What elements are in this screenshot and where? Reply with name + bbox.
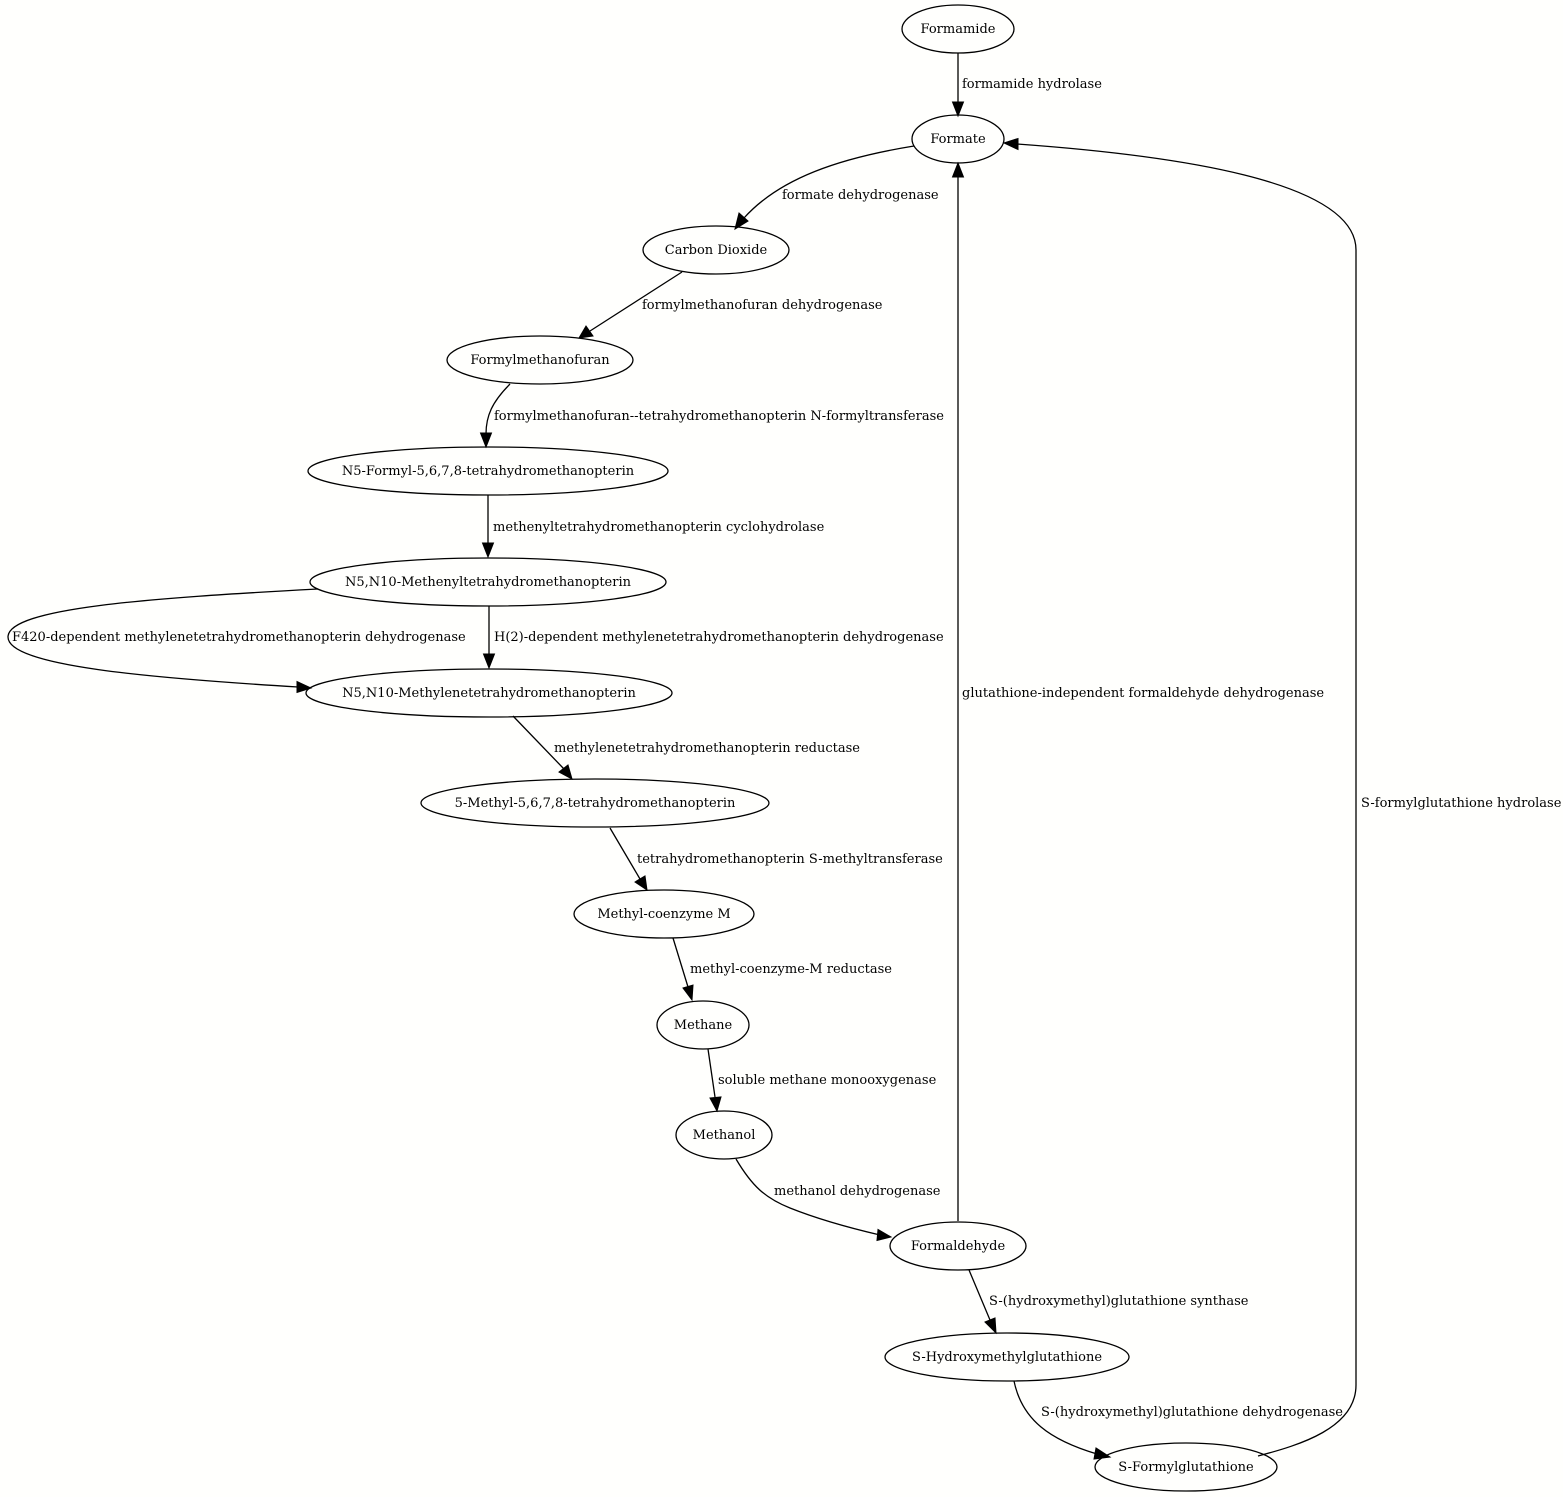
node-carbon-dioxide[interactable]: Carbon Dioxide: [642, 225, 790, 275]
node-label: Methane: [674, 1018, 733, 1033]
node-n5n10-methylenetetrahydromethanopterin[interactable]: N5,N10-Methylenetetrahydromethanopterin: [305, 668, 673, 718]
node-formylmethanofuran[interactable]: Formylmethanofuran: [446, 335, 634, 385]
edge-label: methylenetetrahydromethanopterin reducta…: [554, 741, 860, 756]
edge-label: glutathione-independent formaldehyde deh…: [962, 686, 1324, 701]
node-label: S-Hydroxymethylglutathione: [912, 1350, 1102, 1365]
edge-label: formate dehydrogenase: [782, 188, 939, 203]
edge-label: formylmethanofuran dehydrogenase: [642, 298, 883, 313]
node-formamide[interactable]: Formamide: [901, 4, 1015, 54]
edge-label: H(2)-dependent methylenetetrahydromethan…: [494, 630, 944, 645]
edge-label: S-formylglutathione hydrolase: [1361, 796, 1562, 811]
edge-label: formylmethanofuran--tetrahydromethanopte…: [494, 409, 944, 424]
node-label: N5,N10-Methylenetetrahydromethanopterin: [342, 686, 636, 701]
edge-label: formamide hydrolase: [962, 77, 1102, 92]
edge-label: S-(hydroxymethyl)glutathione synthase: [989, 1294, 1249, 1309]
node-label: Carbon Dioxide: [665, 243, 768, 258]
edge-methenyl-to-methylene-f420: F420-dependent methylenetetrahydromethan…: [7, 588, 466, 694]
edge-methanol-to-formaldehyde: methanol dehydrogenase: [735, 1158, 941, 1242]
edge-formylmethanofuran-to-n5formyl: formylmethanofuran--tetrahydromethanopte…: [479, 383, 944, 449]
node-label: S-Formylglutathione: [1118, 1460, 1254, 1475]
edge-label: F420-dependent methylenetetrahydromethan…: [12, 630, 466, 645]
node-methyl-coenzyme-m[interactable]: Methyl-coenzyme M: [573, 889, 755, 939]
edge-methenyl-to-methylene-h2: H(2)-dependent methylenetetrahydromethan…: [482, 606, 944, 670]
edge-label: methanol dehydrogenase: [774, 1184, 941, 1199]
node-label: Methyl-coenzyme M: [597, 907, 730, 922]
edge-s-hydroxymethylglutathione-to-s-formylglutathione: S-(hydroxymethyl)glutathione dehydrogena…: [1013, 1380, 1343, 1460]
edge-label: soluble methane monooxygenase: [718, 1073, 937, 1088]
node-label: N5-Formyl-5,6,7,8-tetrahydromethanopteri…: [342, 464, 635, 479]
edge-label: S-(hydroxymethyl)glutathione dehydrogena…: [1041, 1405, 1343, 1420]
node-s-hydroxymethylglutathione[interactable]: S-Hydroxymethylglutathione: [884, 1332, 1130, 1382]
node-label: N5,N10-Methenyltetrahydromethanopterin: [345, 575, 632, 590]
edge-methylene-to-5-methyl: methylenetetrahydromethanopterin reducta…: [512, 715, 860, 781]
node-methanol[interactable]: Methanol: [675, 1110, 773, 1160]
edge-formaldehyde-to-s-hydroxymethylglutathione: S-(hydroxymethyl)glutathione synthase: [968, 1269, 1249, 1335]
node-n5-formyl-tetrahydromethanopterin[interactable]: N5-Formyl-5,6,7,8-tetrahydromethanopteri…: [307, 446, 669, 496]
node-methane[interactable]: Methane: [656, 1000, 750, 1050]
edge-formate-to-co2: formate dehydrogenase: [734, 145, 939, 231]
node-label: Formaldehyde: [911, 1239, 1006, 1254]
node-formaldehyde[interactable]: Formaldehyde: [889, 1221, 1027, 1271]
edge-label: methyl-coenzyme-M reductase: [690, 962, 892, 977]
node-label: 5-Methyl-5,6,7,8-tetrahydromethanopterin: [455, 796, 736, 811]
edge-methyl-coenzyme-m-to-methane: methyl-coenzyme-M reductase: [672, 937, 892, 1002]
node-s-formylglutathione[interactable]: S-Formylglutathione: [1094, 1442, 1278, 1492]
edge-co2-to-formylmethanofuran: formylmethanofuran dehydrogenase: [578, 271, 883, 339]
edge-label: methenyltetrahydromethanopterin cyclohyd…: [493, 520, 825, 535]
node-label: Formate: [930, 132, 986, 147]
edge-label: tetrahydromethanopterin S-methyltransfer…: [637, 852, 943, 867]
edge-formamide-to-formate: formamide hydrolase: [951, 53, 1102, 118]
edge-5-methyl-to-methyl-coenzyme-m: tetrahydromethanopterin S-methyltransfer…: [609, 827, 943, 892]
node-label: Formamide: [921, 22, 996, 37]
edge-methane-to-methanol: soluble methane monooxygenase: [707, 1048, 937, 1113]
node-n5n10-methenyltetrahydromethanopterin[interactable]: N5,N10-Methenyltetrahydromethanopterin: [309, 557, 667, 607]
edge-formaldehyde-to-formate: glutathione-independent formaldehyde deh…: [951, 161, 1324, 1221]
node-label: Methanol: [693, 1128, 756, 1143]
node-label: Formylmethanofuran: [470, 353, 610, 368]
node-formate[interactable]: Formate: [911, 114, 1005, 164]
edge-s-formylglutathione-to-formate: S-formylglutathione hydrolase: [1002, 137, 1562, 1457]
node-5-methyl-tetrahydromethanopterin[interactable]: 5-Methyl-5,6,7,8-tetrahydromethanopterin: [420, 778, 770, 828]
edge-n5formyl-to-methenyl: methenyltetrahydromethanopterin cyclohyd…: [481, 495, 825, 559]
